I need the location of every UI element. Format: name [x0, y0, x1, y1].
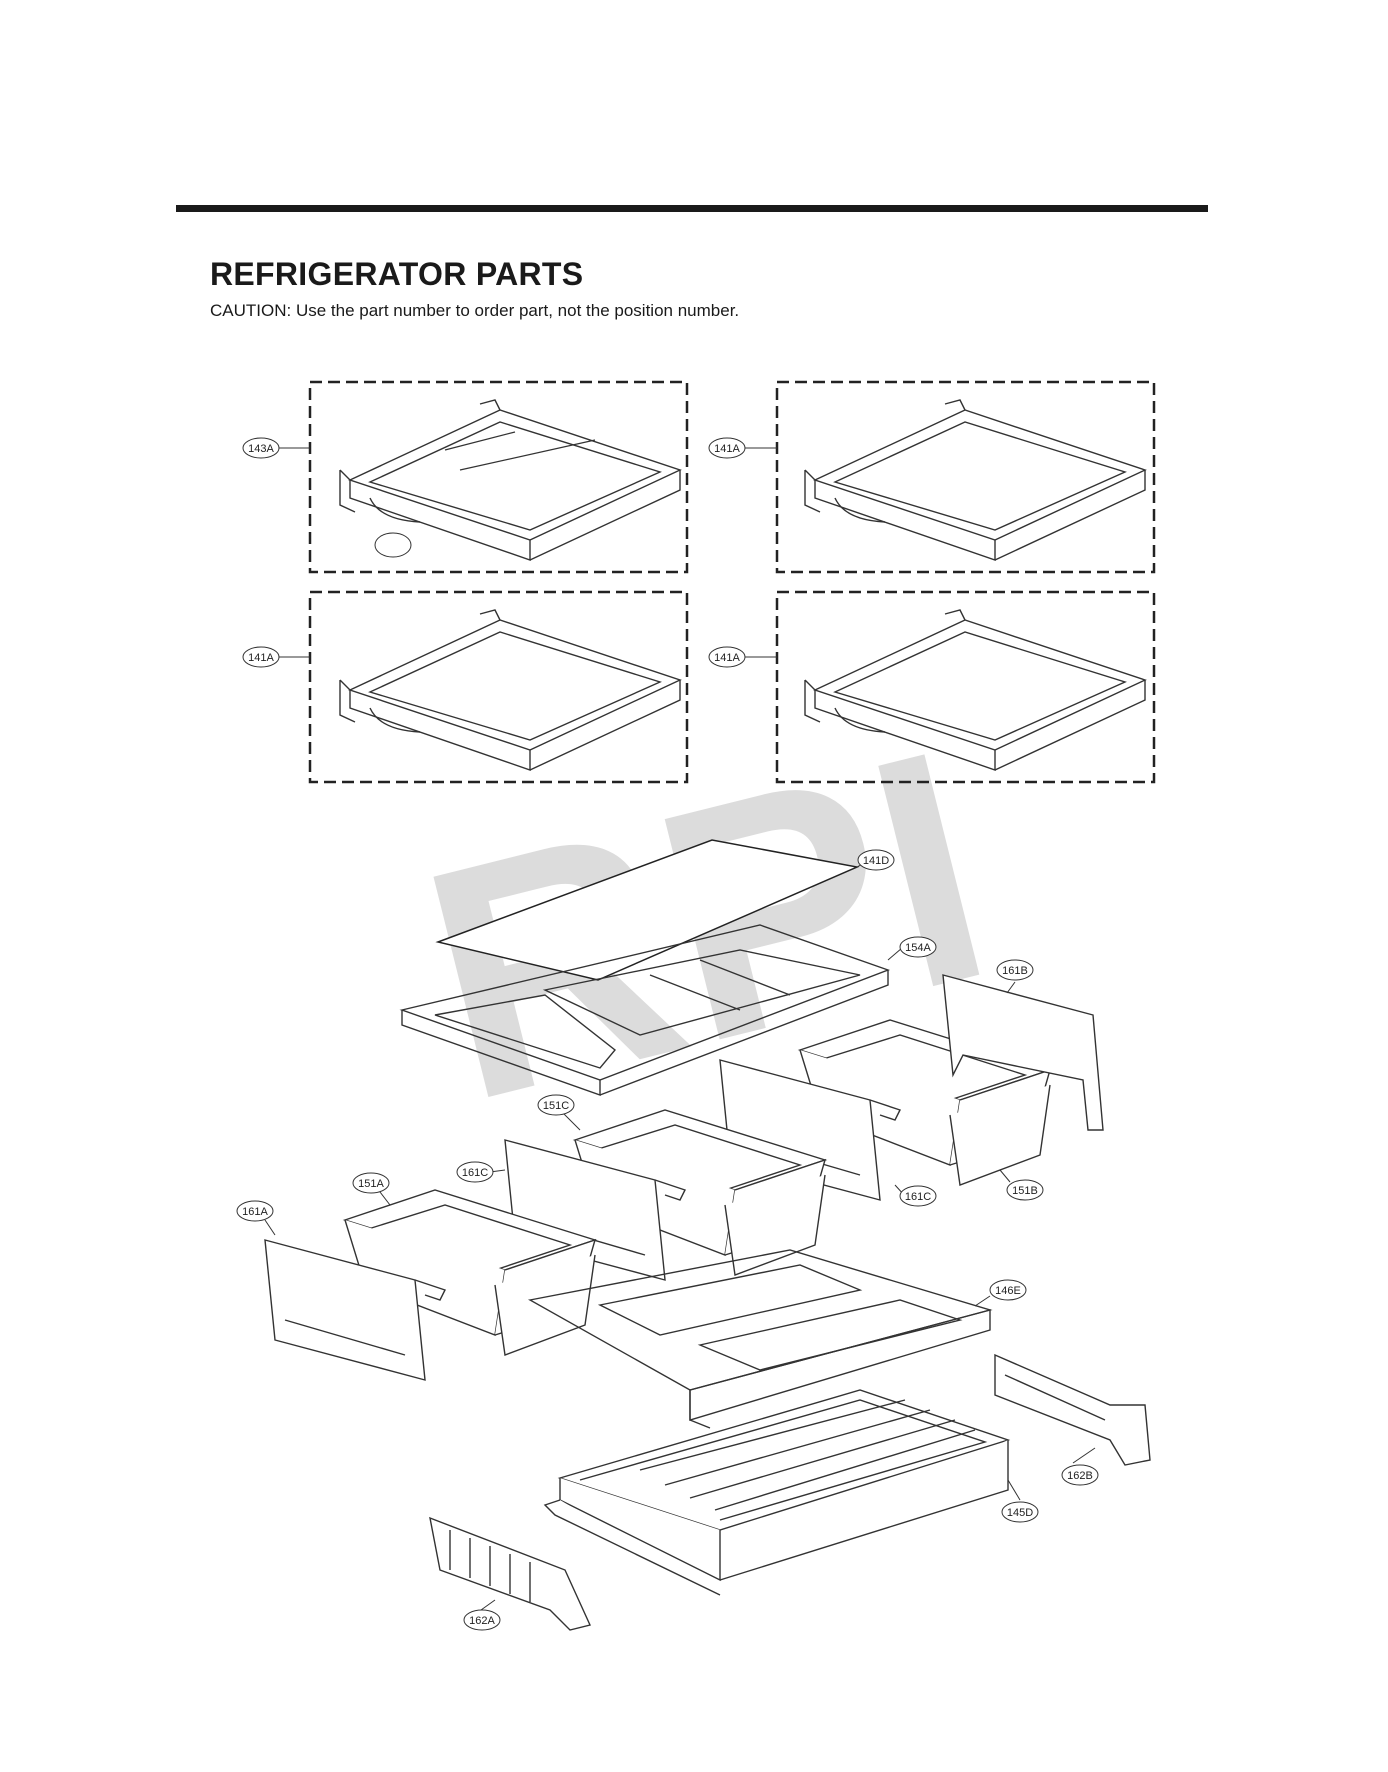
shelf-box-141A-top-right [775, 380, 1156, 574]
label-146E: 146E [995, 1285, 1021, 1297]
callout-162A [463, 1609, 501, 1631]
drawer-145D [543, 1389, 1011, 1596]
callout-151B [1006, 1179, 1044, 1201]
callout-161A [236, 1200, 274, 1222]
label-151C: 151C [543, 1100, 569, 1112]
callout-161C-right [899, 1185, 937, 1207]
label-141D: 141D [863, 855, 889, 867]
label-141A-right: 141A [714, 652, 740, 664]
shelf-143A [339, 399, 681, 561]
callout-151C [537, 1094, 575, 1116]
callout-141A-top-right [708, 437, 746, 459]
label-151A: 151A [358, 1178, 384, 1190]
label-143A: 143A [248, 443, 274, 455]
header-rule [176, 205, 1208, 212]
rail-162B [994, 1353, 1151, 1466]
callout-141A-left [242, 646, 280, 668]
rail-162A [429, 1516, 591, 1631]
page-title: REFRIGERATOR PARTS [210, 256, 584, 292]
callout-161B [996, 959, 1034, 981]
callout-141D [857, 849, 895, 871]
callout-143A [242, 437, 280, 459]
callout-145D [1001, 1501, 1039, 1523]
shelf-box-141A-left [308, 590, 689, 784]
caution-note: CAUTION: Use the part number to order pa… [210, 301, 740, 320]
label-141A-top-right: 141A [714, 443, 740, 455]
cover-frame-154A [399, 924, 891, 1096]
callout-162B [1061, 1464, 1099, 1486]
label-151B: 151B [1012, 1185, 1038, 1197]
shelf-141A-top-right [804, 399, 1146, 561]
callout-161C-left [456, 1161, 494, 1183]
shelf-box-143A [308, 380, 689, 574]
label-162B: 162B [1067, 1470, 1093, 1482]
label-162A: 162A [469, 1615, 495, 1627]
callout-154A [899, 936, 937, 958]
label-161C-left: 161C [462, 1167, 488, 1179]
blank-callout [374, 532, 412, 558]
label-154A: 154A [905, 942, 931, 954]
label-145D: 145D [1007, 1507, 1033, 1519]
shelf-141A-left [339, 609, 681, 771]
callout-146E [989, 1279, 1027, 1301]
label-141A-left: 141A [248, 652, 274, 664]
callout-141A-right [708, 646, 746, 668]
callout-151A [352, 1172, 390, 1194]
base-tray-146E [527, 1249, 993, 1429]
label-161A: 161A [242, 1206, 268, 1218]
label-161B: 161B [1002, 965, 1028, 977]
shelf-box-141A-right [775, 590, 1156, 784]
divider-161B [942, 974, 1104, 1131]
label-161C-right: 161C [905, 1191, 931, 1203]
